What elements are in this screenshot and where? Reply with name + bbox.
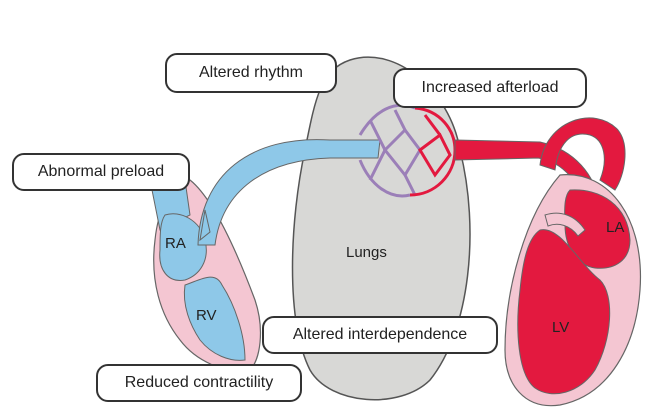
callout-altered-rhythm: Altered rhythm [165,53,337,93]
callout-altered-rhythm-text: Altered rhythm [199,64,303,82]
callout-abnormal-preload-text: Abnormal preload [38,163,164,181]
lv-label: LV [552,319,569,336]
callout-increased-afterload-text: Increased afterload [422,79,559,97]
ra-label: RA [165,235,186,252]
callout-abnormal-preload: Abnormal preload [12,153,190,191]
lungs-label: Lungs [346,244,387,261]
rv-label: RV [196,307,217,324]
callout-reduced-contractility: Reduced contractility [96,364,302,402]
callout-altered-interdependence-text: Altered interdependence [293,326,467,344]
callout-altered-interdependence: Altered interdependence [262,316,498,354]
callout-increased-afterload: Increased afterload [393,68,587,108]
callout-reduced-contractility-text: Reduced contractility [125,374,274,392]
la-label: LA [606,219,624,236]
